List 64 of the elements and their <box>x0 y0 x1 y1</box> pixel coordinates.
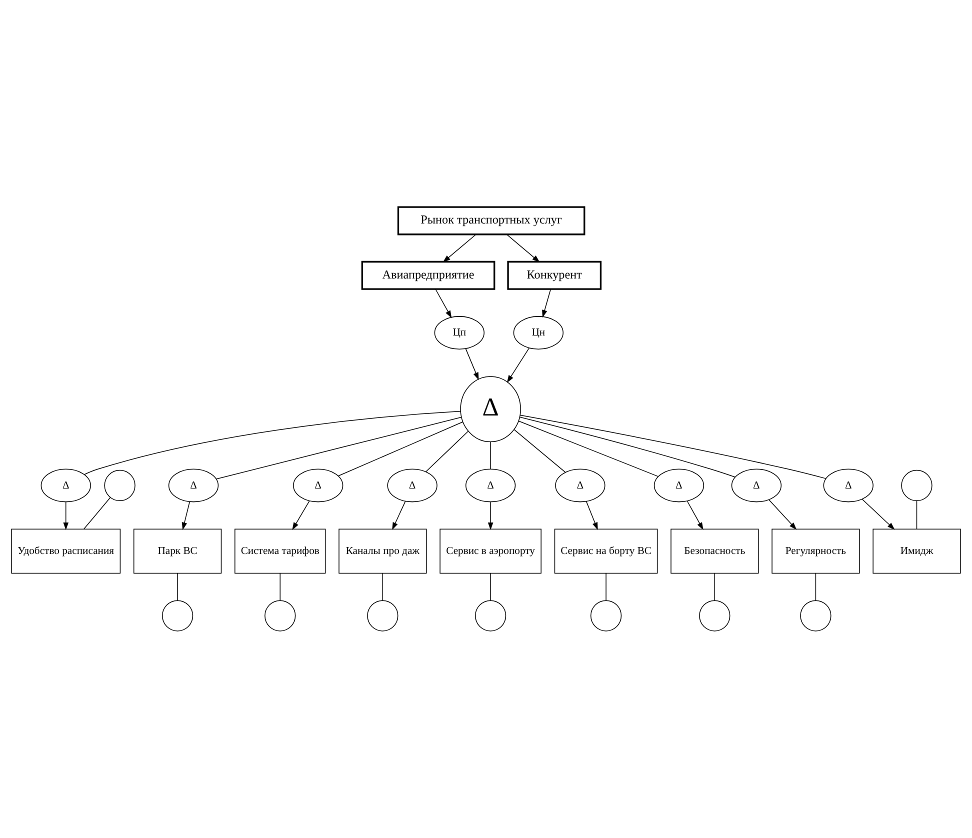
arrow <box>392 501 406 530</box>
arrow <box>435 288 452 318</box>
connector <box>518 420 658 477</box>
connector <box>520 414 826 479</box>
node-circle <box>104 470 136 502</box>
node-box: Удобство расписания <box>11 528 121 574</box>
node-circle <box>590 600 622 632</box>
node-box: Конкурент <box>507 260 602 290</box>
node-ellipse: Δ <box>731 468 782 502</box>
arrow <box>586 501 598 530</box>
node-box: Авиапредприятие <box>361 260 496 290</box>
arrow <box>862 498 895 530</box>
connector <box>338 422 464 476</box>
node-ellipse: Δ <box>168 468 219 502</box>
node-box: Парк ВС <box>134 528 222 574</box>
connector <box>514 429 566 473</box>
connector <box>714 572 716 601</box>
node-ellipse: Δ <box>387 468 438 502</box>
node-ellipse: Δ <box>654 468 704 502</box>
node-ellipse: Δ <box>823 468 874 502</box>
node-ellipse: Δ <box>40 468 91 502</box>
connector <box>84 497 111 530</box>
connector <box>520 416 736 478</box>
connector <box>177 572 178 601</box>
connector <box>426 430 469 472</box>
node-box: Безопасность <box>670 528 759 574</box>
node-circle <box>901 470 932 502</box>
node-circle <box>800 600 832 632</box>
arrow <box>506 234 540 262</box>
node-ellipse: Δ <box>555 468 606 502</box>
node-ellipse: Δ <box>293 468 344 502</box>
node-ellipse: Цп <box>434 316 484 350</box>
arrow <box>686 500 704 530</box>
node-ellipse: Δ <box>465 468 516 502</box>
arrow <box>182 501 190 530</box>
node-circle <box>474 600 506 632</box>
node-box: Имидж <box>872 528 961 574</box>
node-ellipse: Цн <box>513 316 564 350</box>
node-circle <box>264 600 296 632</box>
arrow <box>63 502 69 530</box>
node-circle <box>162 600 194 632</box>
node-box: Сервис на борту ВС <box>554 528 658 574</box>
connector <box>84 410 461 475</box>
arrow <box>292 500 310 530</box>
node-circle <box>699 600 730 632</box>
node-box: Регулярность <box>772 528 860 574</box>
connector <box>216 416 462 480</box>
connector <box>916 500 918 530</box>
connector <box>490 441 491 470</box>
arrow <box>506 348 530 383</box>
arrow <box>488 502 494 530</box>
node-box: Система тарифов <box>234 528 326 574</box>
connector <box>490 572 491 601</box>
node-box: Сервис в аэропорту <box>440 528 542 574</box>
arrow <box>768 499 797 530</box>
node-circle: Δ <box>460 376 521 442</box>
node-box: Рынок транспортных услуг <box>397 206 586 236</box>
arrow <box>442 234 476 262</box>
arrow <box>542 288 552 318</box>
node-box: Каналы про даж <box>338 528 427 574</box>
connector <box>815 572 816 601</box>
connector <box>382 572 384 601</box>
arrow <box>465 348 479 380</box>
node-circle <box>367 600 398 632</box>
